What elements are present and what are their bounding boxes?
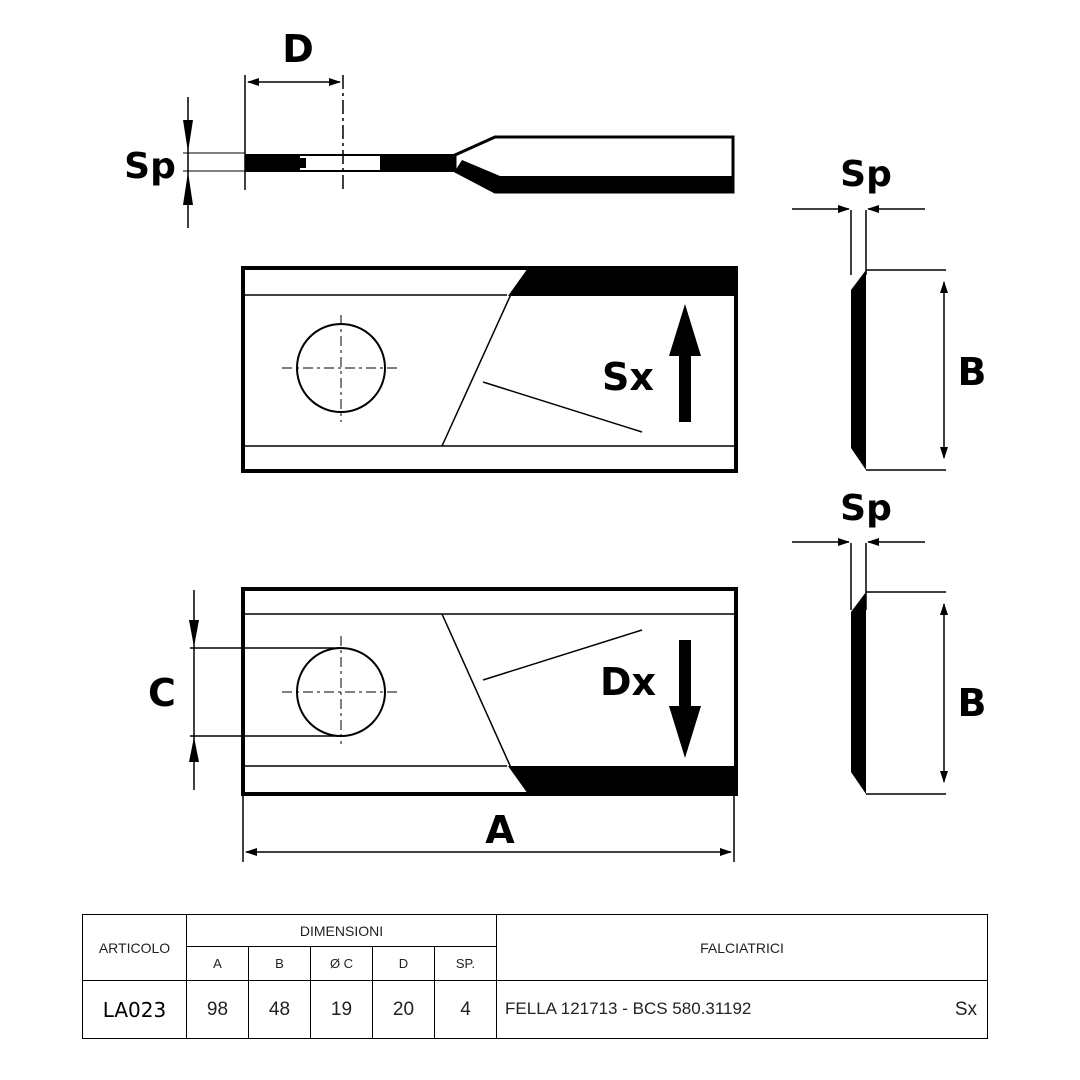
edge-view-top: D Sp bbox=[124, 27, 735, 228]
dimensioni-header: DIMENSIONI bbox=[185, 914, 498, 947]
falciatrici-models: FELLA 121713 - BCS 580.31192 bbox=[505, 998, 752, 1018]
blade-dx-plan: Dx C A bbox=[148, 587, 738, 862]
falciatrici-header: FALCIATRICI bbox=[496, 914, 988, 981]
b2-label: B bbox=[958, 681, 987, 725]
value-c: 19 bbox=[310, 980, 373, 1039]
side-view-dx: Sp B bbox=[792, 488, 987, 795]
spec-table: ARTICOLO DIMENSIONI FALCIATRICI A B Ø C … bbox=[82, 914, 988, 1039]
d-label: D bbox=[282, 27, 314, 71]
col-c-header: Ø C bbox=[310, 946, 373, 981]
sp-side1-label: Sp bbox=[840, 154, 892, 195]
table-row: LA023 98 48 19 20 4 FELLA 121713 - BCS 5… bbox=[82, 980, 988, 1039]
value-d: 20 bbox=[372, 980, 435, 1039]
col-sp-header: SP. bbox=[433, 946, 498, 981]
side-indicator: Sx bbox=[954, 998, 977, 1020]
side-view-sx: Sp B bbox=[792, 154, 987, 471]
articolo-header: ARTICOLO bbox=[82, 914, 187, 981]
a-label: A bbox=[485, 808, 515, 852]
b1-label: B bbox=[958, 350, 987, 394]
col-b-header: B bbox=[248, 946, 311, 981]
value-a: 98 bbox=[186, 980, 249, 1039]
sp-side2-label: Sp bbox=[840, 488, 892, 529]
col-a-header: A bbox=[186, 946, 249, 981]
sx-label: Sx bbox=[602, 355, 654, 399]
falciatrici-cell: FELLA 121713 - BCS 580.31192 Sx bbox=[496, 980, 988, 1039]
col-d-header: D bbox=[372, 946, 435, 981]
blade-sx-plan: Sx bbox=[241, 266, 738, 473]
sp-top-label: Sp bbox=[124, 146, 176, 187]
blade-technical-drawing: D Sp Sx bbox=[124, 27, 987, 862]
dx-label: Dx bbox=[600, 660, 656, 704]
articolo-code: LA023 bbox=[82, 980, 187, 1039]
value-b: 48 bbox=[248, 980, 311, 1039]
value-sp: 4 bbox=[433, 980, 498, 1039]
c-label: C bbox=[148, 671, 176, 715]
